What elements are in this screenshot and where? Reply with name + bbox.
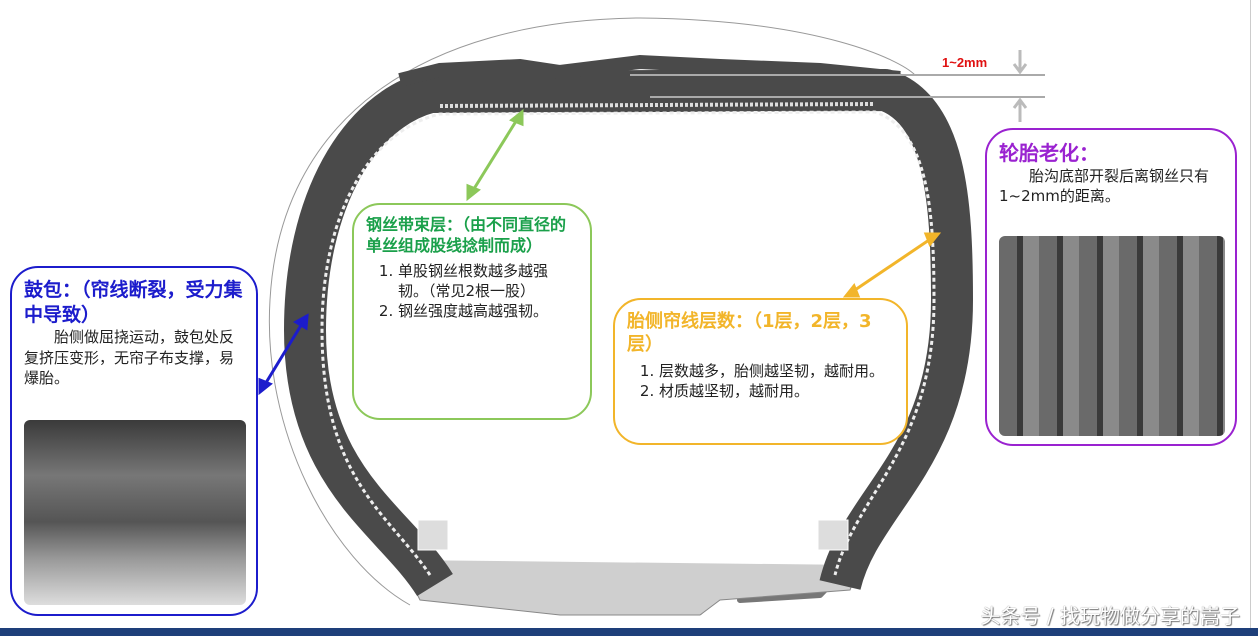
bulge-title: 鼓包：（帘线断裂，受力集中导致） (24, 279, 243, 326)
bottom-bar (0, 628, 1258, 636)
outer-dimension-arc-left (268, 299, 411, 606)
aging-callout: 轮胎老化： 胎沟底部开裂后离钢丝只有1~2mm的距离。 (985, 128, 1237, 446)
ply-item: 层数越多，胎侧越坚韧，越耐用。 (659, 361, 894, 381)
aging-text: 胎沟底部开裂后离钢丝只有1~2mm的距离。 (999, 167, 1210, 206)
bulge-callout: 鼓包：（帘线断裂，受力集中导致） 胎侧做屈挠运动，鼓包处反复挤压变形，无帘子布支… (10, 266, 258, 616)
blue-arrow (258, 313, 309, 396)
dimension-label: 1~2mm (942, 55, 988, 70)
belt-callout: 钢丝带束层：（由不同直径的单丝组成股线捻制而成） 单股钢丝根数越多越强韧。（常见… (352, 203, 592, 420)
belt-item: 单股钢丝根数越多越强韧。（常见2根一股） (398, 261, 578, 302)
dim-arrow-up (1012, 97, 1028, 122)
belt-title: 钢丝带束层：（由不同直径的单丝组成股线捻制而成） (366, 215, 567, 255)
ply-line (320, 110, 936, 576)
belt-item: 钢丝强度越高越强韧。 (398, 301, 578, 321)
belt-line (439, 102, 876, 108)
bulge-tire-photo (24, 420, 246, 605)
yellow-arrow (842, 232, 942, 298)
outer-dimension-arc (269, 17, 916, 301)
ply-item: 材质越坚韧，越耐用。 (659, 381, 894, 401)
tread-blocks (398, 54, 901, 87)
tire-body (284, 69, 973, 597)
ply-title: 胎侧帘线层数：（1层，2层，3层） (627, 311, 872, 356)
dim-arrow-down (1012, 50, 1028, 75)
tread-crack-photo (999, 236, 1225, 436)
watermark: 头条号 / 找玩物做分享的嵩子 (980, 604, 1240, 628)
green-arrow (466, 108, 524, 202)
ply-callout: 胎侧帘线层数：（1层，2层，3层） 层数越多，胎侧越坚韧，越耐用。 材质越坚韧，… (613, 298, 908, 445)
bulge-text: 胎侧做屈挠运动，鼓包处反复挤压变形，无帘子布支撑，易爆胎。 (24, 328, 235, 387)
rim-fill (399, 559, 861, 616)
bead-left (417, 519, 449, 551)
bead-right (817, 519, 849, 551)
aging-title: 轮胎老化： (999, 141, 1099, 165)
